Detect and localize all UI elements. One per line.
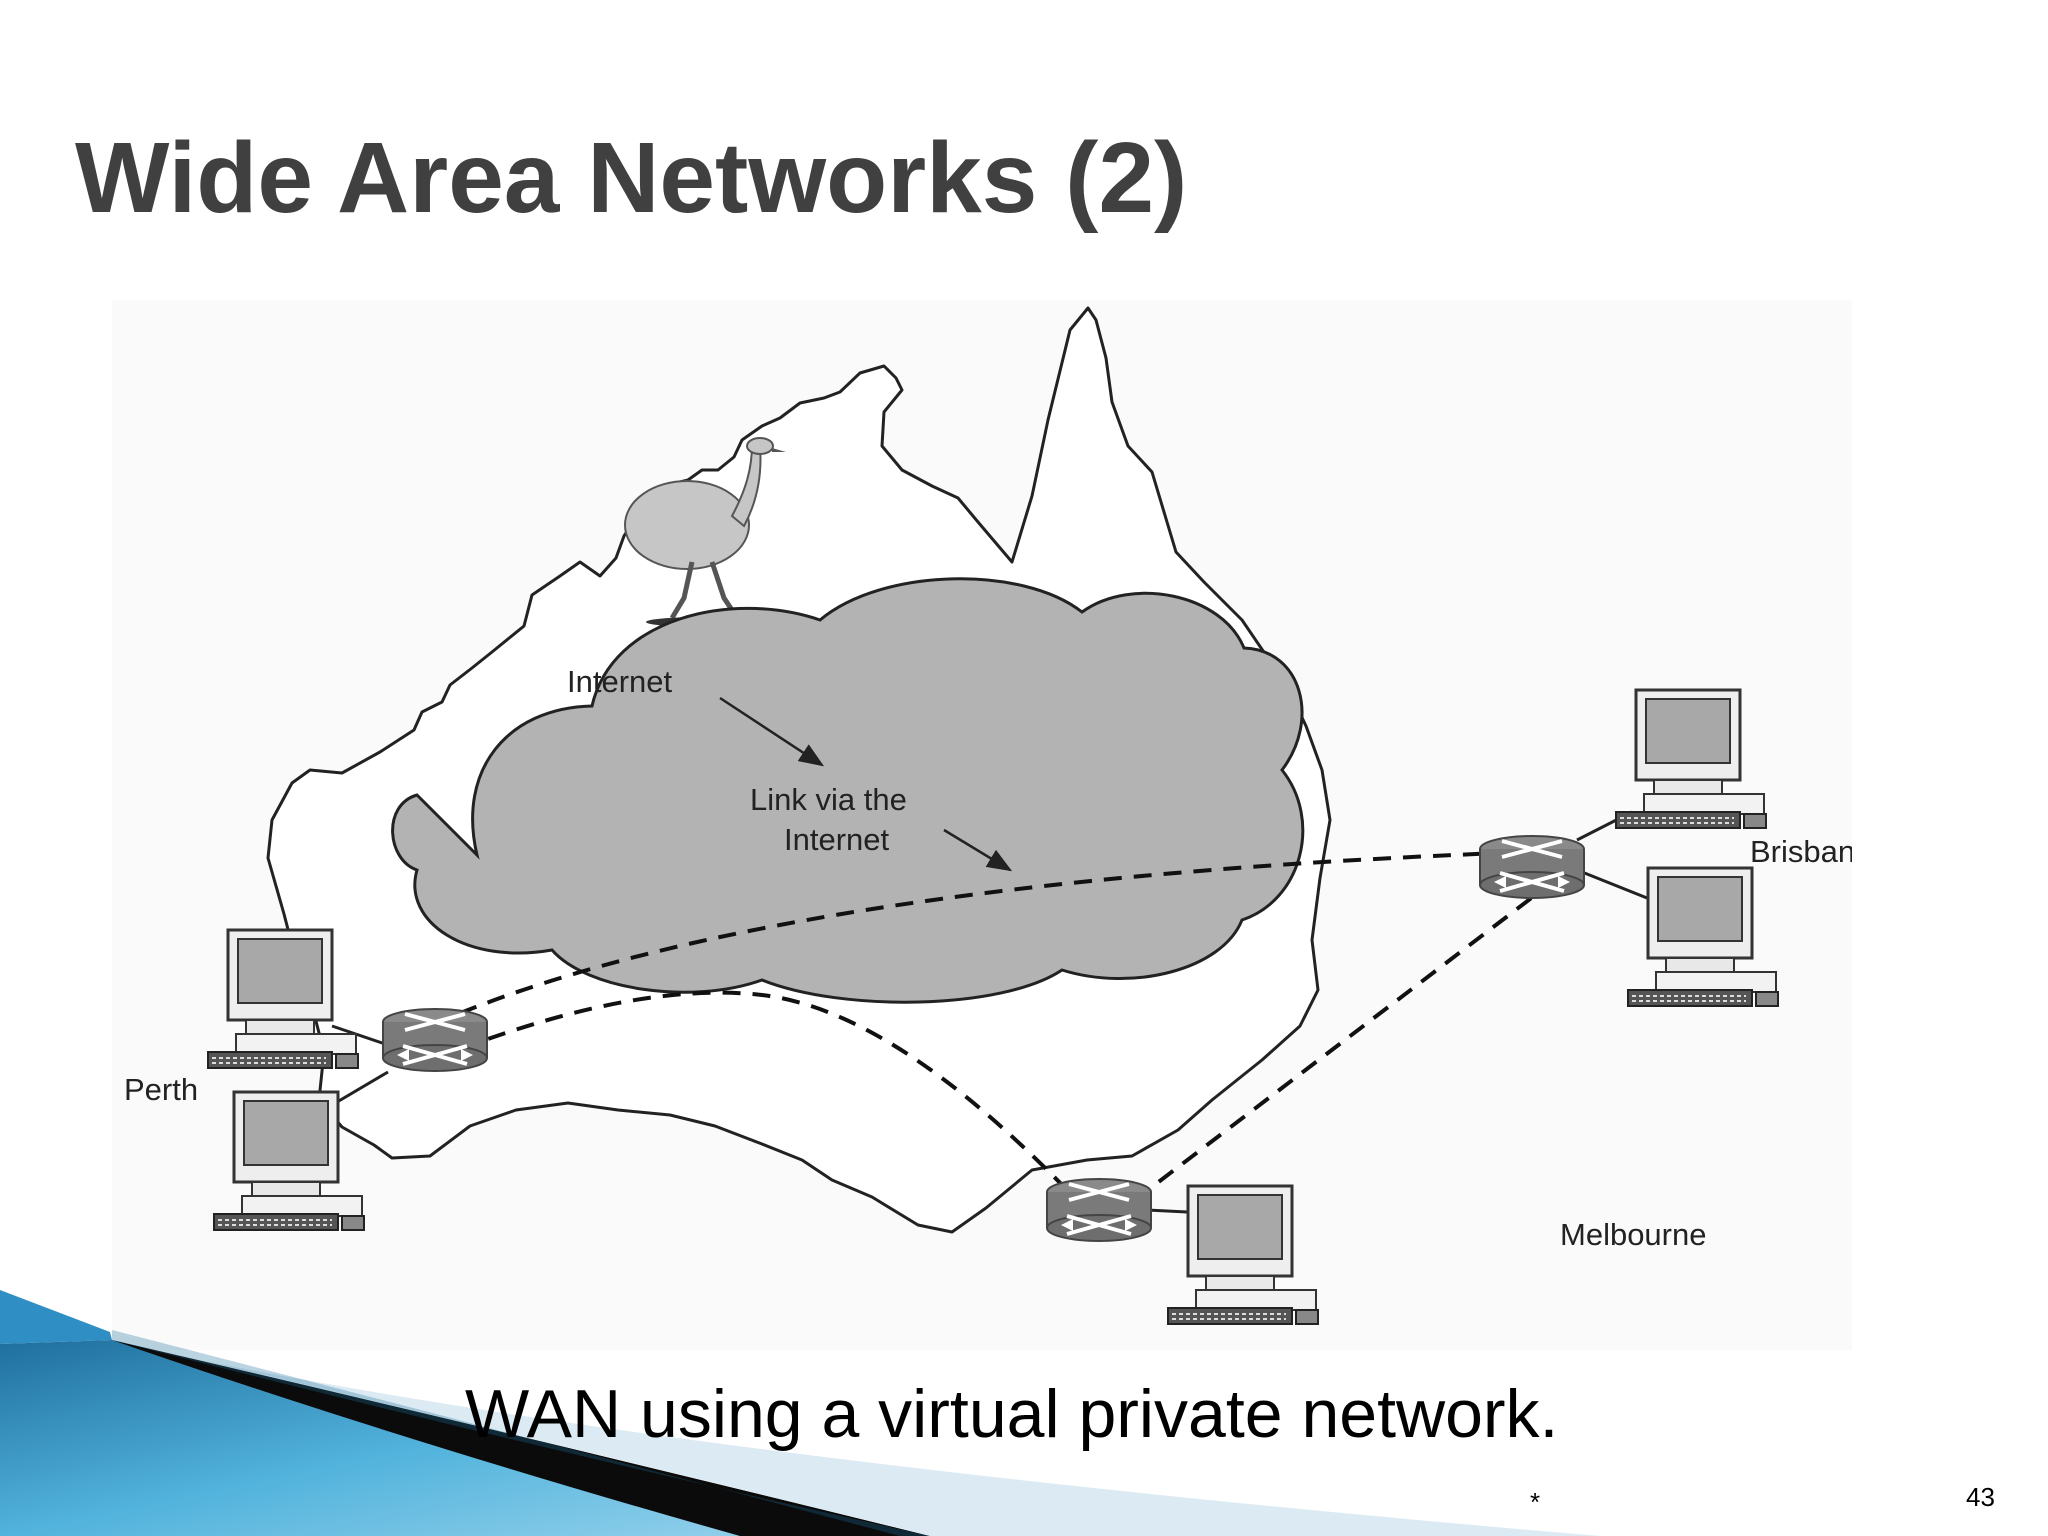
internet-cloud xyxy=(391,577,1305,1004)
router-icon xyxy=(1045,1177,1153,1243)
computer-icon xyxy=(1626,866,1780,1008)
slide-title: Wide Area Networks (2) xyxy=(75,122,1188,234)
internet-label: Internet xyxy=(567,664,673,699)
footer-mark: * xyxy=(1530,1487,1541,1517)
figure-caption: WAN using a virtual private network. xyxy=(465,1376,1559,1452)
corner-decoration xyxy=(0,1290,1600,1536)
link-label-line2: Internet xyxy=(784,822,890,857)
router-icon xyxy=(1478,834,1586,900)
melbourne-label: Melbourne xyxy=(1560,1217,1706,1252)
brisbane-label: Brisbane xyxy=(1750,834,1852,869)
vpn-links xyxy=(431,850,1557,1192)
link-label-line1: Link via the xyxy=(750,782,907,817)
wan-vpn-diagram: Internet Link via the Internet Perth Bri… xyxy=(112,300,1852,1350)
page-number: 43 xyxy=(1966,1482,1995,1512)
perth-label: Perth xyxy=(124,1072,198,1107)
computer-icon xyxy=(1614,688,1768,830)
router-icon xyxy=(381,1007,489,1073)
